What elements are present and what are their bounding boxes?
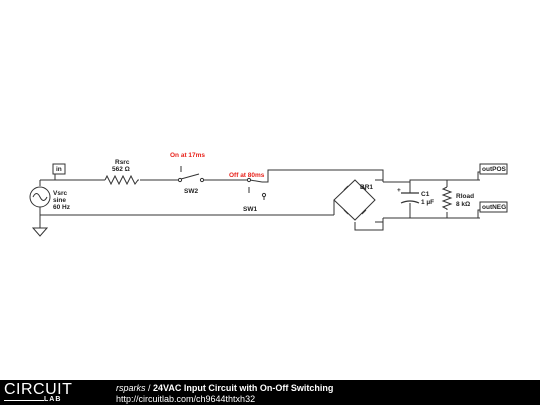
footer-bar: CIRCUIT LAB rsparks / 24VAC Input Circui… — [0, 380, 540, 405]
sw2-note: On at 17ms — [170, 152, 205, 159]
vsrc-type: sine — [53, 197, 66, 204]
vsrc-name: Vsrc — [53, 190, 67, 197]
net-label-outneg[interactable]: outNEG — [477, 201, 508, 218]
ground-symbol — [31, 227, 49, 237]
logo-text-top: CIRCUIT — [4, 381, 73, 398]
resistor-rload — [441, 186, 453, 210]
c1-value: 1 µF — [421, 199, 434, 206]
circuit-title[interactable]: 24VAC Input Circuit with On-Off Switchin… — [153, 383, 334, 393]
switch-sw1[interactable] — [246, 177, 267, 198]
voltage-source — [29, 186, 51, 208]
svg-text:outNEG: outNEG — [482, 204, 506, 211]
c1-plus: + — [397, 187, 401, 194]
vsrc-freq: 60 Hz — [53, 204, 71, 211]
circuit-url[interactable]: http://circuitlab.com/ch9644thtxh32 — [116, 394, 256, 404]
rsrc-name: Rsrc — [115, 159, 130, 166]
rload-name: Rload — [456, 193, 474, 200]
circuit-meta: rsparks / 24VAC Input Circuit with On-Of… — [116, 383, 333, 405]
resistor-rsrc — [104, 174, 139, 186]
author-link[interactable]: rsparks — [116, 383, 146, 393]
sw1-name: SW1 — [243, 206, 257, 213]
net-label-outpos[interactable]: outPOS — [477, 163, 508, 180]
br1-name: BR1 — [360, 184, 373, 191]
net-label-in[interactable]: in — [52, 163, 66, 175]
circuitlab-logo[interactable]: CIRCUIT LAB — [4, 382, 116, 404]
svg-text:outPOS: outPOS — [482, 166, 506, 173]
capacitor-c1 — [400, 192, 420, 204]
rload-value: 8 kΩ — [456, 201, 470, 208]
c1-name: C1 — [421, 191, 430, 198]
logo-underline — [4, 400, 44, 401]
wires — [39, 169, 480, 231]
rsrc-value: 562 Ω — [112, 166, 130, 173]
logo-text-bottom: LAB — [44, 396, 62, 403]
schematic: Vsrc sine 60 Hz in Rsrc 562 Ω On at 17ms… — [29, 152, 508, 237]
switch-sw2[interactable] — [177, 166, 205, 183]
meta-separator: / — [145, 383, 154, 393]
svg-text:in: in — [56, 166, 62, 173]
bridge-rectifier — [333, 179, 376, 221]
sw2-name: SW2 — [184, 188, 198, 195]
sw1-note: Off at 80ms — [229, 172, 265, 179]
